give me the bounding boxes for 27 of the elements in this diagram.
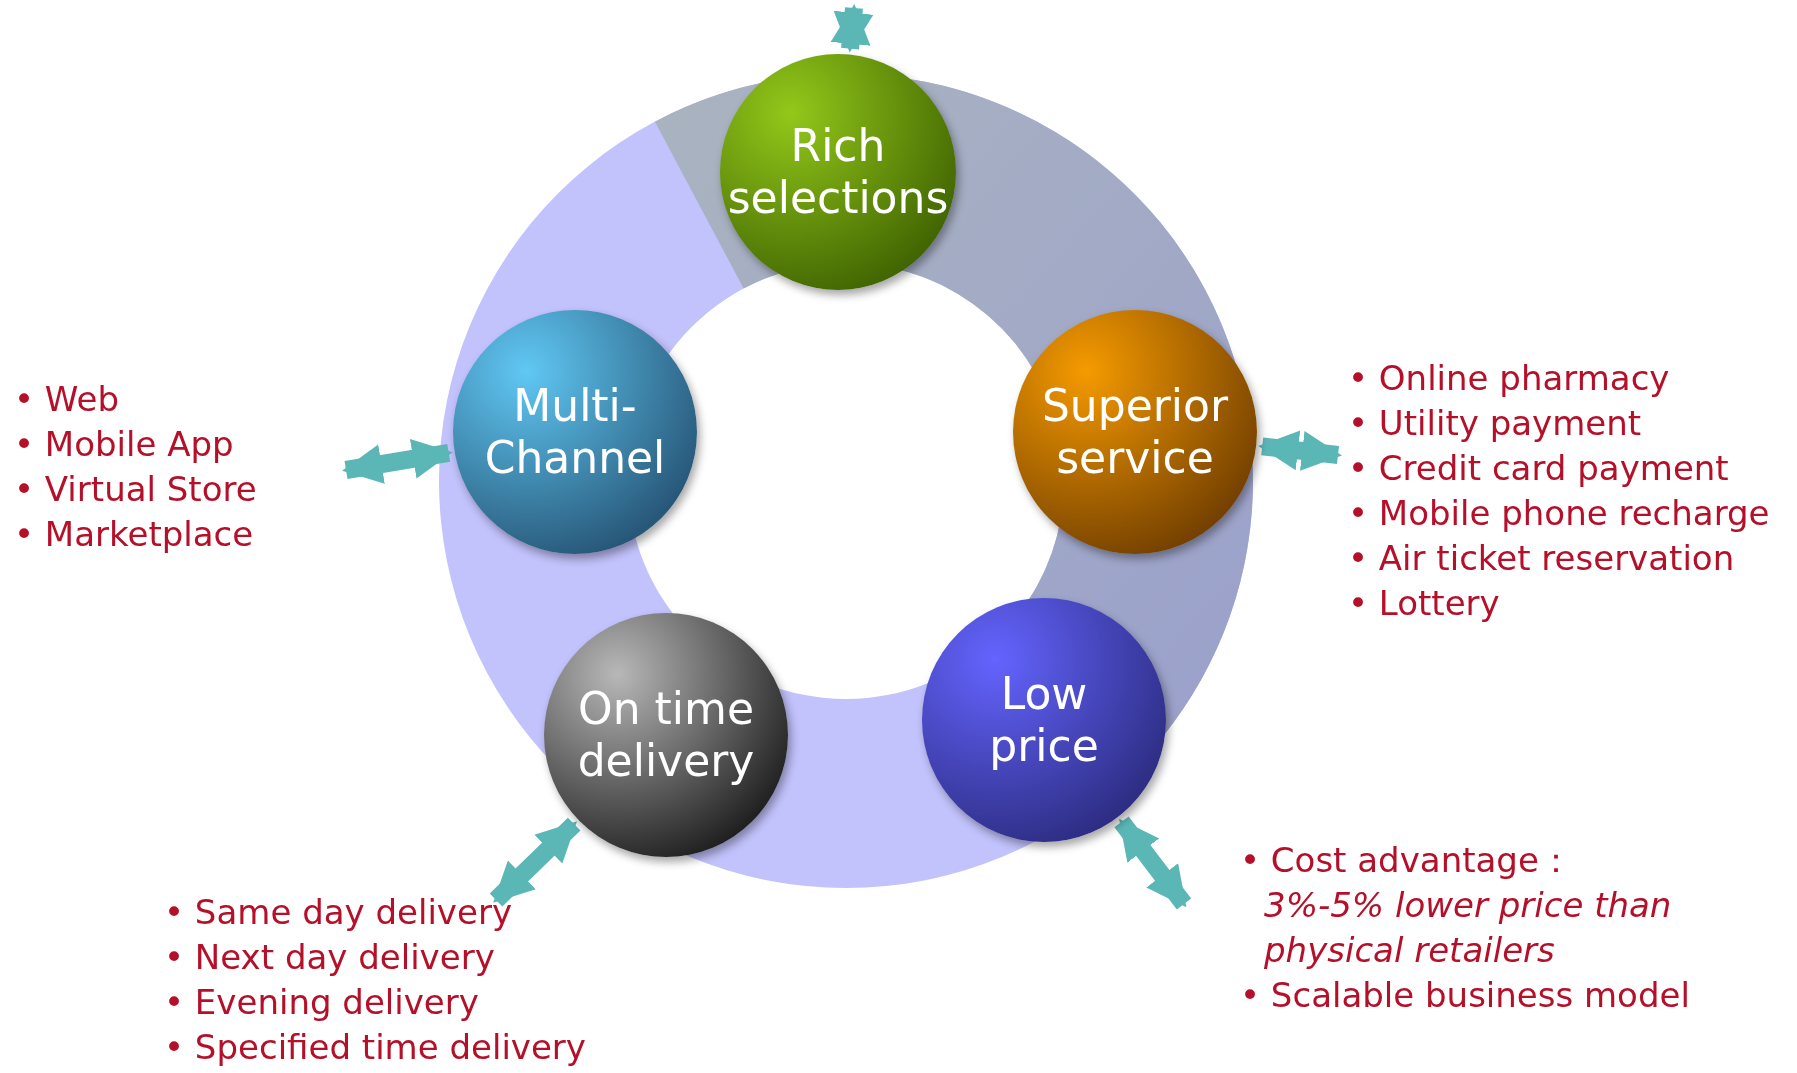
list-item: • Marketplace	[14, 513, 255, 556]
double-arrow	[342, 439, 453, 484]
double-arrow	[489, 817, 581, 907]
list-item: • Credit card payment	[1348, 447, 1730, 490]
list-item: • Evening delivery	[164, 981, 480, 1024]
list-item: • Specified time delivery	[164, 1026, 587, 1069]
double-arrow	[1258, 430, 1342, 471]
list-item: 3%-5% lower price than physical retailers	[1263, 884, 1673, 972]
list-item: • Web	[14, 378, 120, 421]
list-item: • Air ticket reservation	[1348, 537, 1736, 580]
circle-label: Multi-Channel	[483, 380, 667, 484]
circle-label: Superior service	[1040, 380, 1230, 484]
list-item: • Lottery	[1348, 582, 1501, 625]
double-arrow	[1114, 816, 1192, 910]
circle-label: Rich selections	[726, 120, 950, 224]
list-item: • Mobile App	[14, 423, 235, 466]
list-item: • Cost advantage：	[1240, 839, 1574, 882]
list-item: • Next day delivery	[164, 936, 496, 979]
circle-label: On time delivery	[576, 683, 756, 787]
double-arrow	[830, 4, 874, 53]
list-item: • Scalable business model	[1240, 974, 1691, 1017]
list-item: • Utility payment	[1348, 402, 1643, 445]
circle-label: Low price	[988, 668, 1100, 772]
list-item: • Same day delivery	[164, 891, 513, 934]
list-item: • Online pharmacy	[1348, 357, 1671, 400]
list-item: • Virtual Store	[14, 468, 258, 511]
list-item: • Mobile phone recharge	[1348, 492, 1771, 535]
